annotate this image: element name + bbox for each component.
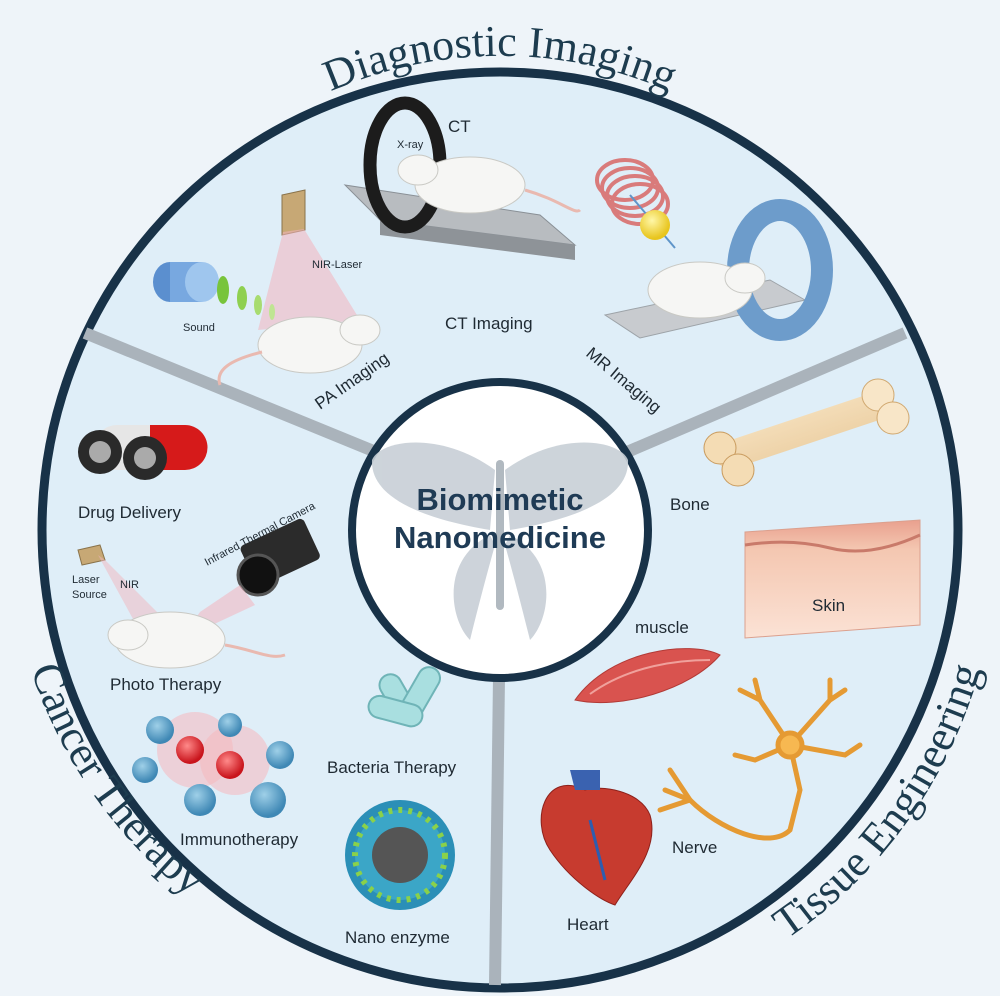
laser-source-icon xyxy=(258,189,360,330)
photo-therapy-label: Photo Therapy xyxy=(110,675,222,694)
butterfly-icon xyxy=(371,442,629,640)
heart-icon xyxy=(540,770,653,906)
muscle-icon xyxy=(574,648,721,704)
skin-tissue-icon xyxy=(744,519,921,639)
nir-label: NIR xyxy=(120,579,139,591)
sound-label: Sound xyxy=(183,322,215,334)
mri-coil-icon xyxy=(595,158,670,226)
immunotherapy-label: Immunotherapy xyxy=(180,830,299,849)
rat-icon xyxy=(647,261,766,319)
laser-label: Laser xyxy=(72,574,100,586)
bacteria-therapy-label: Bacteria Therapy xyxy=(327,758,457,777)
nanocar-icon xyxy=(78,425,208,480)
xray-label: X-ray xyxy=(397,139,424,151)
divider-right xyxy=(582,327,908,476)
divider-left xyxy=(82,327,423,476)
drug-delivery-label: Drug Delivery xyxy=(78,503,181,522)
rat-icon xyxy=(217,314,381,386)
nano-enzyme-label: Nano enzyme xyxy=(345,928,450,947)
rat-icon xyxy=(397,154,582,214)
ct-imaging-label: CT Imaging xyxy=(445,314,533,333)
bone-icon xyxy=(703,378,910,487)
center-title-line1: Biomimetic xyxy=(416,482,583,517)
nir-laser-label: NIR-Laser xyxy=(312,259,362,271)
bacteria-icon xyxy=(367,666,441,728)
center-title-line2: Nanomedicine xyxy=(394,520,606,555)
ultrasound-transducer-icon xyxy=(153,262,275,320)
immune-cells-icon xyxy=(132,712,294,818)
neuron-icon xyxy=(657,677,863,841)
muscle-label: muscle xyxy=(635,618,689,637)
bone-label: Bone xyxy=(670,495,710,514)
nucleus-sphere-icon xyxy=(640,210,670,240)
source-label: Source xyxy=(72,589,107,601)
rat-icon xyxy=(107,611,286,669)
ct-title: CT xyxy=(448,117,471,136)
heart-label: Heart xyxy=(567,915,609,934)
skin-label: Skin xyxy=(812,596,845,615)
nanozyme-icon xyxy=(345,800,455,910)
nerve-label: Nerve xyxy=(672,838,717,857)
